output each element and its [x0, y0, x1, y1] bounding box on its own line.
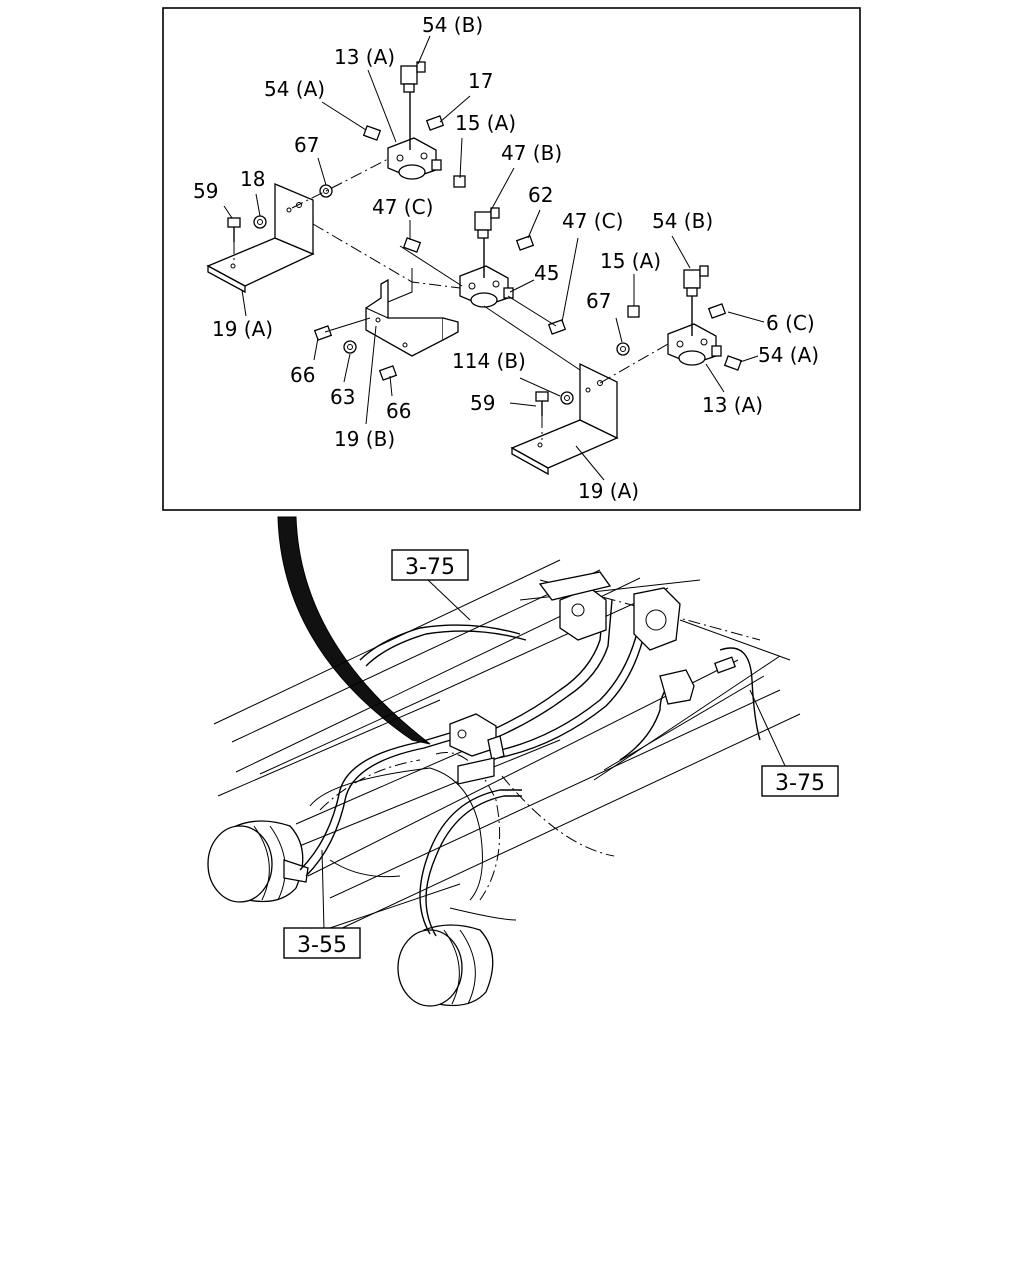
label-13a-right: 13 (A) [702, 393, 763, 417]
label-66-bottom: 66 [386, 399, 411, 423]
bracket-19a-left [206, 183, 315, 294]
valve-45 [459, 236, 514, 308]
reference-3-75-top-text: 3-75 [405, 555, 455, 580]
air-chamber-left [207, 820, 309, 903]
air-lines [299, 599, 761, 937]
label-19b: 19 (B) [334, 427, 395, 451]
detail-labels: 54 (B) 13 (A) 17 54 (A) 15 (A) 67 47 (B)… [193, 13, 819, 503]
air-chamber-right [397, 924, 494, 1007]
label-19a-left: 19 (A) [212, 317, 273, 341]
label-47c-left: 47 (C) [372, 195, 433, 219]
reference-3-55-text: 3-55 [297, 933, 347, 958]
bracket-19a-right [510, 362, 619, 476]
reference-3-75-right-text: 3-75 [775, 771, 825, 796]
label-66-left: 66 [290, 363, 315, 387]
elbow-fitting-54b-top [400, 61, 426, 93]
reference-3-75-right: 3-75 [761, 765, 839, 797]
valve-13a-top [387, 90, 442, 180]
label-59-left: 59 [193, 179, 218, 203]
axle-housing [309, 767, 517, 921]
label-114b: 114 (B) [452, 349, 526, 373]
valve-13a-right [667, 292, 722, 366]
label-6c: 6 (C) [766, 311, 815, 335]
reference-3-75-top: 3-75 [391, 549, 469, 581]
assembly-lines [233, 157, 669, 440]
reference-3-55: 3-55 [283, 927, 361, 959]
label-13a-top: 13 (A) [334, 45, 395, 69]
chassis-dashed-outline [319, 579, 761, 901]
label-17: 17 [468, 69, 493, 93]
elbow-fitting-54b-right [683, 265, 709, 297]
label-67-right: 67 [586, 289, 611, 313]
label-67-left: 67 [294, 133, 319, 157]
reference-leaders [321, 579, 787, 931]
label-15a-right: 15 (A) [600, 249, 661, 273]
bracket-19b [365, 278, 459, 357]
label-47c-right: 47 (C) [562, 209, 623, 233]
fastener-parts [227, 115, 743, 416]
label-59-right: 59 [470, 391, 495, 415]
label-18: 18 [240, 167, 265, 191]
chassis-valves [449, 571, 737, 785]
label-63: 63 [330, 385, 355, 409]
label-54b-top: 54 (B) [422, 13, 483, 37]
label-19a-bottom: 19 (A) [578, 479, 639, 503]
leader-lines [223, 35, 765, 481]
label-47b: 47 (B) [501, 141, 562, 165]
label-54a-right: 54 (A) [758, 343, 819, 367]
label-45: 45 [534, 261, 559, 285]
label-62: 62 [528, 183, 553, 207]
elbow-fitting-47b [474, 207, 500, 239]
label-54b-right: 54 (B) [652, 209, 713, 233]
label-15a-top: 15 (A) [455, 111, 516, 135]
label-54a-top: 54 (A) [264, 77, 325, 101]
